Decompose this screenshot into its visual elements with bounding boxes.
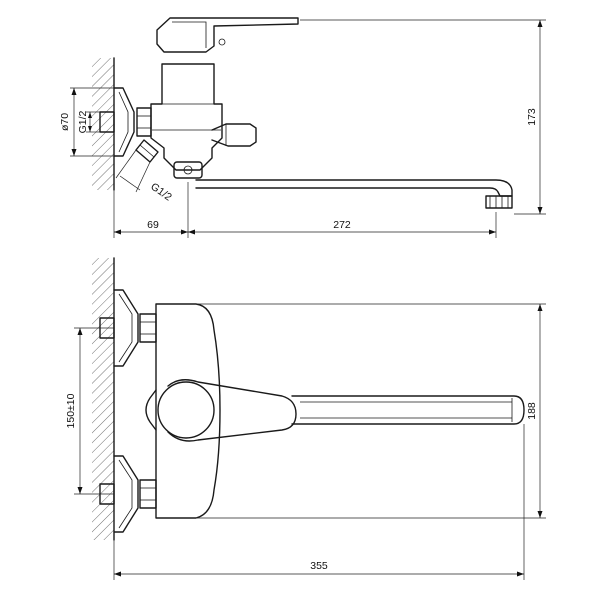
faucet-body-side xyxy=(150,63,223,171)
dim-height-front-label: 188 xyxy=(526,402,538,420)
front-view: 150±10 188 355 xyxy=(65,257,546,580)
wall-hatch-side xyxy=(92,58,114,190)
lever-hub-front xyxy=(157,381,215,439)
faucet-body-front xyxy=(155,303,221,519)
dim-thread-vertical-label: G1/2 xyxy=(77,110,89,133)
lever-handle-front xyxy=(167,379,297,442)
escutcheon-side xyxy=(113,87,135,157)
dim-offset-label: 69 xyxy=(147,219,159,231)
dim-diameter-label: ø70 xyxy=(59,113,71,131)
spout-front xyxy=(291,395,525,425)
wall-hatch-front xyxy=(92,258,114,540)
diverter-front xyxy=(145,389,157,431)
dim-center-distance-label: 150±10 xyxy=(65,393,77,428)
dim-spout-length-label: 272 xyxy=(333,219,351,231)
dim-height-side-label: 173 xyxy=(526,108,538,126)
side-view: ø70 G1/2 G1/2 173 69 272 xyxy=(59,17,546,238)
nut-side xyxy=(136,107,152,137)
aerator-side xyxy=(485,195,513,209)
spout-swivel-side xyxy=(173,161,203,179)
diverter-knob-side xyxy=(211,123,257,147)
nut-top-front xyxy=(139,313,157,343)
spout-side xyxy=(195,179,513,197)
lever-handle-side xyxy=(156,17,299,53)
dim-total-length-label: 355 xyxy=(310,560,328,572)
wall-pipe-side xyxy=(99,111,115,133)
escutcheon-top-front xyxy=(113,289,139,367)
dim-thread-angled-label: G1/2 xyxy=(148,181,174,204)
nut-bottom-front xyxy=(139,479,157,509)
escutcheon-bottom-front xyxy=(113,455,139,533)
